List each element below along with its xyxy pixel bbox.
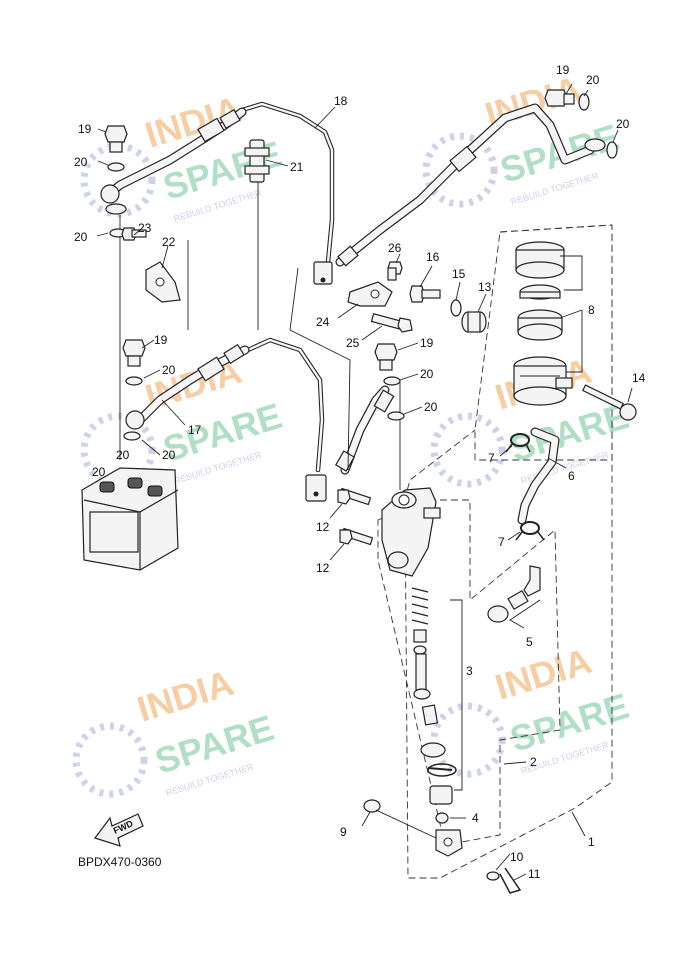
- reservoir-boundary: [474, 224, 613, 461]
- hose-clip-7-bottom: [515, 521, 545, 541]
- bolt-23: [121, 227, 147, 241]
- brake-hose-cylinder: [334, 385, 395, 475]
- guide-line-d: [289, 267, 351, 471]
- callout-9: 9: [340, 825, 347, 839]
- clamp-21: [244, 139, 270, 183]
- bolt-25: [370, 313, 413, 333]
- bolt-12-bottom: [339, 527, 374, 546]
- brake-pipe-18: [239, 101, 335, 285]
- callout-20: 20: [162, 363, 176, 377]
- callout-19: 19: [420, 336, 434, 350]
- callout-19: 19: [556, 63, 570, 77]
- callout-5: 5: [526, 635, 533, 649]
- brake-pipe-middle: [245, 337, 327, 502]
- washer-20-d: [123, 431, 141, 441]
- reservoir-bolt-14: [582, 384, 637, 421]
- callout-6: 6: [568, 469, 575, 483]
- callout-20: 20: [74, 230, 88, 244]
- callout-20: 20: [424, 400, 438, 414]
- washer-20-g: [383, 376, 401, 386]
- callout-10: 10: [510, 850, 524, 864]
- brake-hose-top-left: [100, 107, 247, 215]
- callout-7: 7: [488, 451, 495, 465]
- washer-20-h: [387, 411, 405, 421]
- callout-17: 17: [188, 423, 202, 437]
- callout-18: 18: [334, 94, 348, 108]
- callout-4: 4: [472, 811, 479, 825]
- washer-20-c: [125, 376, 143, 386]
- washer-20-a: [107, 162, 125, 172]
- union-bolt-19-mid-left: [122, 339, 146, 367]
- brake-hose-17: [125, 343, 250, 430]
- callout-7: 7: [498, 535, 505, 549]
- callout-13: 13: [478, 280, 492, 294]
- washer-10: [486, 871, 500, 881]
- reservoir-cap: [515, 241, 565, 279]
- callout-25: 25: [346, 336, 360, 350]
- reservoir-diaphragm: [519, 284, 561, 300]
- callout-16: 16: [426, 250, 440, 264]
- callout-2: 2: [530, 755, 537, 769]
- callout-22: 22: [162, 235, 176, 249]
- cotter-pin-11: [499, 867, 522, 894]
- callout-20: 20: [92, 465, 106, 479]
- bracket-24: [347, 281, 393, 307]
- callout-20: 20: [616, 117, 630, 131]
- callout-1: 1: [588, 835, 595, 849]
- callout-20: 20: [420, 367, 434, 381]
- callout-24: 24: [316, 315, 330, 329]
- washer-20-e: [578, 93, 590, 111]
- brake-hose-top-right: [335, 103, 606, 267]
- washer-15: [450, 299, 462, 317]
- washer-20-f: [606, 141, 618, 159]
- reservoir-tank: [513, 356, 573, 406]
- reservoir-hose-6: [517, 427, 560, 525]
- callout-21: 21: [290, 160, 304, 174]
- leader-lines: [96, 83, 633, 881]
- callout-14: 14: [632, 371, 646, 385]
- callout-26: 26: [388, 241, 402, 255]
- bolt-16: [409, 285, 441, 303]
- union-bolt-19-top-left: [104, 125, 128, 153]
- hose-joint-5: [487, 565, 541, 623]
- callout-15: 15: [452, 267, 466, 281]
- assembly-boundary-1: [404, 224, 613, 879]
- watermark-bottom-left: INDIA SPARE REBUILD TOGETHER: [72, 662, 278, 798]
- bolt-12-top: [337, 487, 372, 506]
- callout-20: 20: [162, 448, 176, 462]
- callout-11: 11: [528, 867, 541, 881]
- callout-19: 19: [78, 122, 92, 136]
- callout-20: 20: [74, 155, 88, 169]
- pin-9: [363, 799, 437, 839]
- union-bolt-19-middle: [374, 343, 398, 371]
- abs-unit: [81, 467, 179, 571]
- callout-19: 19: [154, 333, 168, 347]
- callout-20: 20: [116, 448, 130, 462]
- piston-kit-3: [411, 587, 457, 805]
- watermark-middle-left: INDIA SPARE REBUILD TOGETHER: [80, 350, 286, 488]
- callout-8: 8: [588, 303, 595, 317]
- master-cylinder-body: [381, 487, 441, 577]
- bracket-22: [145, 261, 181, 303]
- union-bolt-19-top-right: [544, 89, 575, 107]
- watermark-top-right: INDIA SPARE REBUILD TOGETHER: [422, 68, 623, 208]
- bolt-26: [387, 261, 403, 281]
- reservoir-plate: [517, 309, 563, 341]
- callout-3: 3: [466, 664, 473, 678]
- callout-12: 12: [316, 520, 330, 534]
- clevis-4: [435, 812, 463, 857]
- grommet-13: [461, 311, 487, 333]
- callout-23: 23: [138, 221, 152, 235]
- callout-12: 12: [316, 561, 330, 575]
- callout-labels: 19 20 20 20 23 22 18 21 19 20 20 17 20 1…: [74, 63, 646, 881]
- diagram-code: BPDX470-0360: [78, 855, 162, 869]
- callout-20: 20: [586, 73, 600, 87]
- forward-direction-arrow: FWD: [94, 813, 144, 847]
